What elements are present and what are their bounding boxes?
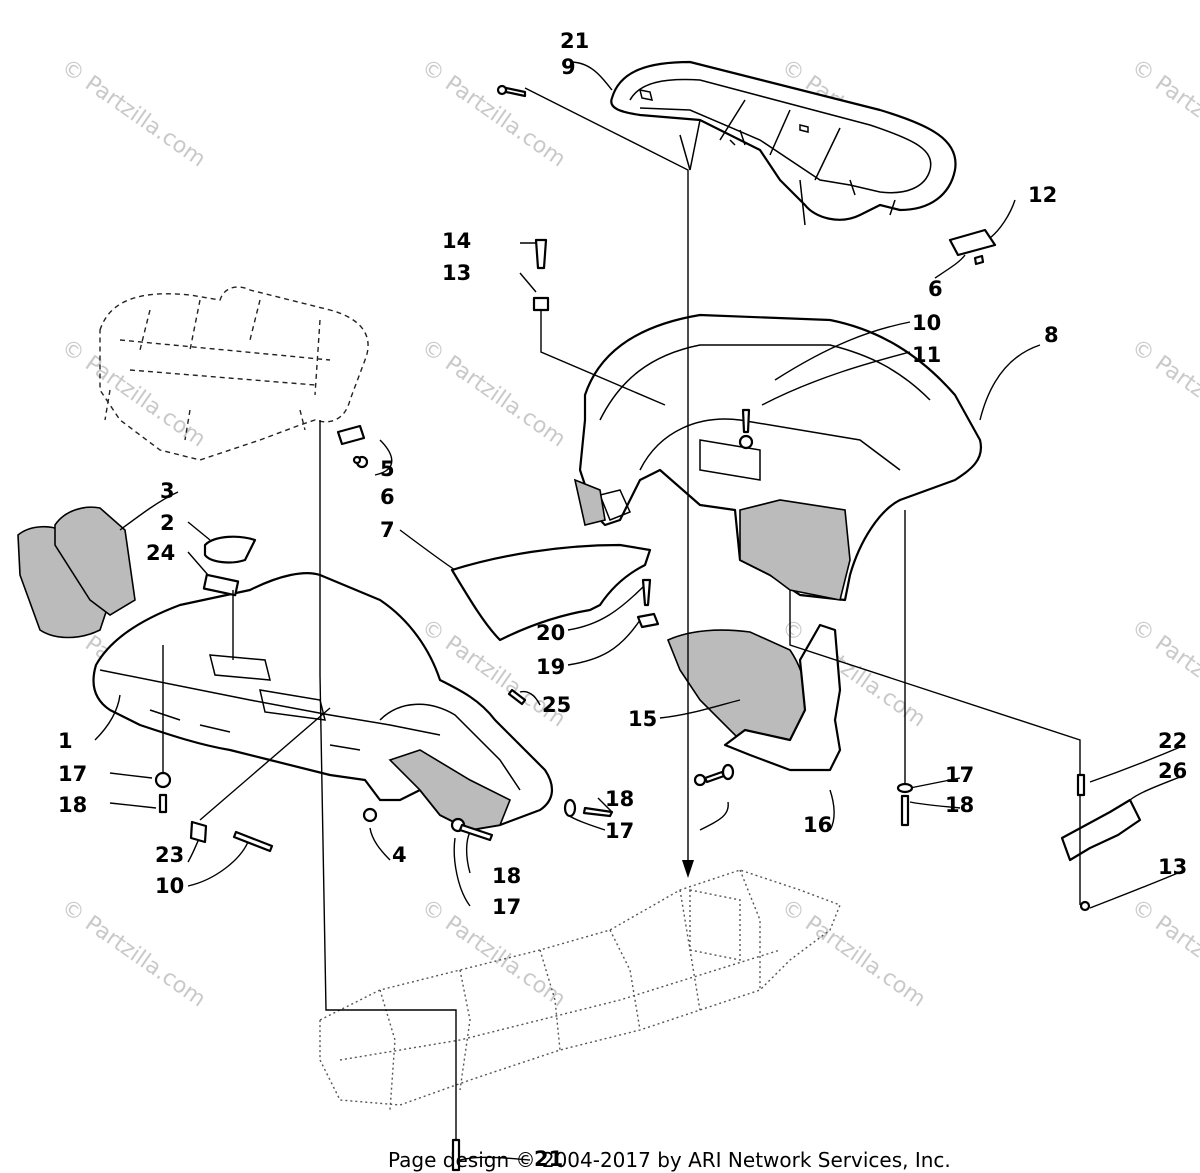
bolt-icon — [451, 1138, 461, 1172]
callout-17[interactable]: 17 — [605, 819, 634, 843]
callout-18[interactable]: 18 — [605, 787, 634, 811]
watermark: © Partzilla.com — [777, 894, 930, 1012]
watermark: © Partzilla.com — [417, 334, 570, 452]
nut-icon — [352, 455, 362, 465]
washer-icon — [896, 782, 914, 794]
callout-20[interactable]: 20 — [536, 621, 565, 645]
frame — [319, 869, 841, 1111]
washer-icon — [496, 84, 508, 96]
watermark: © Partzilla.com — [57, 894, 210, 1012]
callout-26[interactable]: 26 — [1158, 759, 1187, 783]
callout-7[interactable]: 7 — [380, 518, 395, 542]
callouts: 21 9 12 6 14 13 10 11 8 5 6 3 2 24 7 20 … — [58, 29, 1187, 1171]
rear-fender — [573, 313, 983, 602]
front-fender — [92, 572, 553, 832]
mud-flap — [666, 623, 842, 772]
side-panel — [17, 506, 136, 639]
bolt-icon — [534, 238, 548, 270]
callout-17[interactable]: 17 — [492, 895, 521, 919]
watermark: © Partzilla.com — [1127, 334, 1200, 452]
washer-icon — [738, 434, 754, 450]
callout-10[interactable]: 10 — [912, 311, 941, 335]
callout-22[interactable]: 22 — [1158, 729, 1187, 753]
fasteners — [154, 84, 1091, 1172]
leader-lines — [94, 61, 1186, 1161]
callout-23[interactable]: 23 — [155, 843, 184, 867]
callout-8[interactable]: 8 — [1044, 323, 1059, 347]
watermark: © Partzilla.com — [57, 54, 210, 172]
rack-bracket — [948, 228, 997, 257]
callout-17[interactable]: 17 — [945, 763, 974, 787]
washer-icon — [362, 807, 378, 823]
nut-icon — [1079, 900, 1091, 912]
callout-13[interactable]: 13 — [1158, 855, 1187, 879]
watermark: © Partzilla.com — [57, 334, 210, 452]
washer-icon — [693, 773, 707, 787]
bolt-icon — [458, 823, 494, 842]
callout-15[interactable]: 15 — [628, 707, 657, 731]
callout-11[interactable]: 11 — [912, 343, 941, 367]
copyright-footer: Page design © 2004-2017 by ARI Network S… — [388, 1148, 951, 1172]
callout-21[interactable]: 21 — [560, 29, 589, 53]
rear-rack — [610, 60, 957, 226]
callout-16[interactable]: 16 — [803, 813, 832, 837]
clip-icon — [636, 612, 660, 629]
bolt-icon — [158, 793, 168, 814]
bolt-icon — [900, 794, 910, 827]
washer-icon — [154, 771, 172, 789]
arrow-icon — [682, 860, 694, 878]
bolt-icon — [582, 806, 614, 818]
callout-4[interactable]: 4 — [392, 843, 407, 867]
callout-2[interactable]: 2 — [160, 511, 175, 535]
clip-icon — [189, 820, 208, 844]
callout-18[interactable]: 18 — [945, 793, 974, 817]
callout-19[interactable]: 19 — [536, 655, 565, 679]
bolt-icon — [507, 688, 527, 706]
callout-10[interactable]: 10 — [155, 874, 184, 898]
watermark: © Partzilla.com — [1127, 894, 1200, 1012]
callout-13[interactable]: 13 — [442, 261, 471, 285]
callout-12[interactable]: 12 — [1028, 183, 1057, 207]
fuel-cap — [203, 535, 257, 564]
bolt-icon — [741, 408, 751, 434]
bolt-icon — [641, 578, 652, 607]
callout-1[interactable]: 1 — [58, 729, 73, 753]
rack-outline-ghost — [99, 286, 369, 461]
washer-icon — [721, 763, 735, 781]
bolt-icon — [1076, 773, 1086, 797]
watermark: © Partzilla.com — [1127, 54, 1200, 172]
tow-bracket — [1060, 798, 1142, 862]
callout-5[interactable]: 5 — [380, 457, 395, 481]
clip-icon — [973, 254, 985, 266]
callout-6[interactable]: 6 — [928, 277, 943, 301]
watermark: © Partzilla.com — [417, 54, 570, 172]
callout-6[interactable]: 6 — [380, 485, 395, 509]
cap-base — [202, 573, 240, 597]
callout-14[interactable]: 14 — [442, 229, 471, 253]
bolt-icon — [703, 770, 726, 784]
callout-24[interactable]: 24 — [146, 541, 175, 565]
washer-icon — [563, 798, 577, 818]
callout-3[interactable]: 3 — [160, 479, 175, 503]
callout-17[interactable]: 17 — [58, 762, 87, 786]
callout-25[interactable]: 25 — [542, 693, 571, 717]
callout-21[interactable]: 21 — [534, 1147, 563, 1171]
clip-icon — [336, 424, 366, 446]
callout-18[interactable]: 18 — [58, 793, 87, 817]
nut-icon — [532, 296, 550, 312]
bolt-icon — [232, 830, 274, 853]
side-decal — [450, 543, 652, 642]
callout-18[interactable]: 18 — [492, 864, 521, 888]
callout-9[interactable]: 9 — [561, 55, 576, 79]
watermark: © Partzilla.com — [1127, 614, 1200, 732]
bolt-icon — [504, 86, 527, 98]
